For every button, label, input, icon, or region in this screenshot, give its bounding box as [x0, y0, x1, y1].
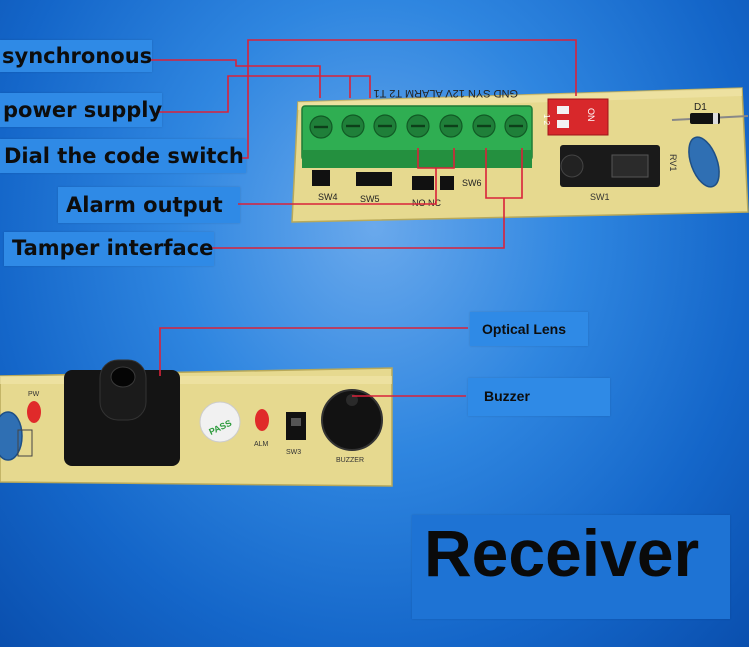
label-tamper-interface: Tamper interface	[12, 236, 214, 260]
optical-lens-housing	[64, 359, 180, 466]
sw1-label: SW1	[590, 192, 610, 202]
terminal-labels: GND SYN 12V ALARM T2 T1	[374, 87, 518, 99]
jumpers: SW4 SW5 SW6 NO NC	[312, 170, 482, 208]
buzzer-component: BUZZER	[321, 389, 383, 464]
leader-tamper	[210, 198, 505, 249]
buzzer-label: BUZZER	[336, 457, 364, 464]
label-optical-lens: Optical Lens	[482, 321, 567, 337]
label-panel-tamper	[4, 232, 214, 266]
leader-synchronous	[148, 59, 321, 98]
d1-label: D1	[694, 102, 707, 113]
dip-on-label: ON	[586, 108, 596, 122]
top-circuit-board: GND SYN 12V ALARM T2 T1 ON 1 2 SW1	[291, 87, 749, 223]
sw3-jumper: SW3	[286, 412, 306, 456]
terminal-block	[301, 105, 533, 168]
page-title: Receiver	[424, 516, 700, 590]
label-panel-dial-switch	[0, 139, 246, 173]
leader-dial-switch	[242, 39, 577, 159]
dip-number-label: 1 2	[542, 114, 551, 126]
label-panel-power-supply	[0, 93, 162, 127]
sw5-label: SW5	[360, 194, 380, 204]
label-panel-optical-lens	[470, 312, 588, 346]
label-panel-buzzer	[468, 378, 610, 416]
leader-optical-lens	[159, 327, 468, 376]
label-dial-switch: Dial the code switch	[4, 144, 244, 168]
label-alarm-output: Alarm output	[66, 193, 223, 217]
leader-lines	[148, 39, 577, 397]
leader-power-supply	[158, 75, 371, 113]
dip-switch: ON 1 2	[542, 98, 609, 136]
label-power-supply: power supply	[3, 98, 163, 122]
sw6-label: SW6	[462, 178, 482, 188]
pw-led: PW	[27, 391, 41, 423]
label-synchronous: synchronous	[2, 44, 153, 68]
leader-alarm-bracket	[417, 148, 455, 169]
alm-label: ALM	[254, 441, 269, 448]
tamper-switch-sw1: SW1	[560, 145, 660, 202]
label-panel-synchronous	[0, 40, 152, 72]
label-panel-alarm-output	[58, 187, 240, 223]
sw4-label: SW4	[318, 192, 338, 202]
pw-label: PW	[28, 391, 40, 398]
label-buzzer: Buzzer	[484, 388, 530, 404]
rv1-label: RV1	[668, 154, 678, 171]
leader-tamper-bracket	[485, 148, 523, 199]
bottom-circuit-board: PW PASS ALM SW3	[0, 359, 393, 487]
pass-sticker: PASS	[199, 401, 241, 443]
no-nc-label: NO NC	[412, 198, 442, 208]
sw3-label: SW3	[286, 449, 301, 456]
alm-led: ALM	[254, 409, 269, 448]
title-panel	[412, 515, 730, 619]
varistor-rv1: RV1	[668, 136, 720, 188]
diode-d1: D1	[671, 102, 749, 124]
leader-alarm-output	[238, 168, 437, 205]
